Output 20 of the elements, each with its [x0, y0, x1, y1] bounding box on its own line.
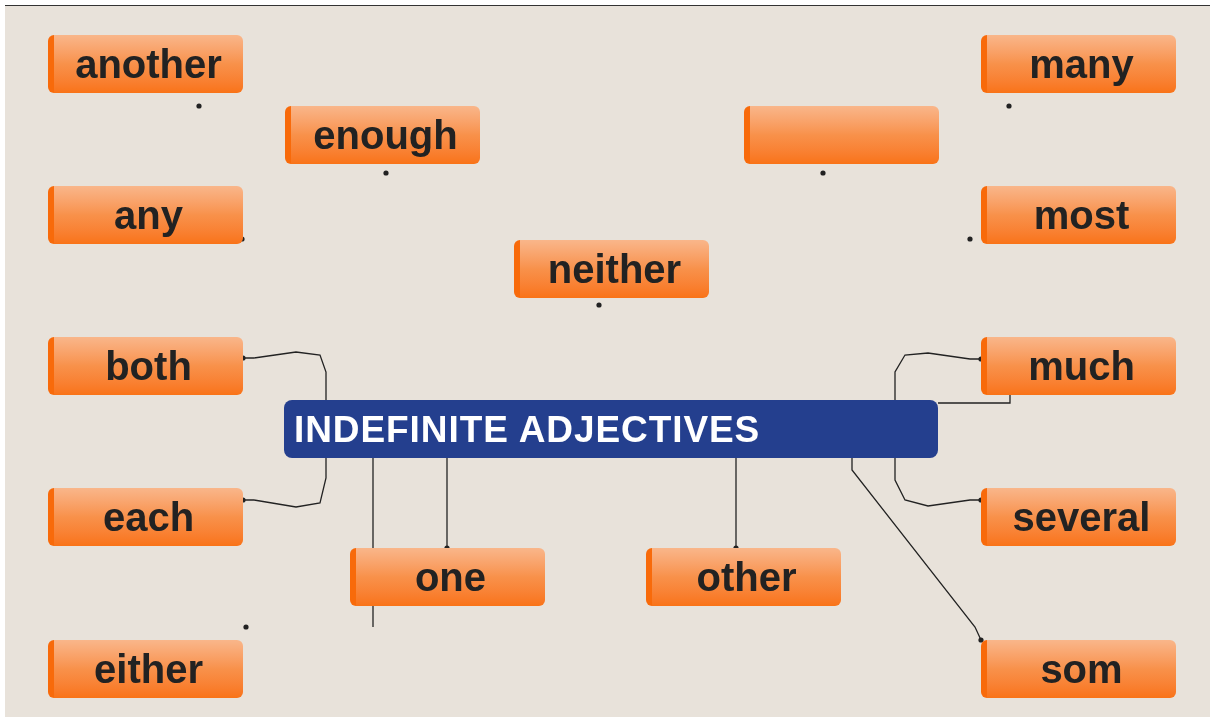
word-box: much	[981, 337, 1176, 395]
connector-line	[851, 457, 984, 643]
word-box: som	[981, 640, 1176, 698]
word-box: enough	[285, 106, 480, 164]
connector-line	[937, 394, 1011, 404]
connector-line	[444, 457, 450, 551]
word-box: another	[48, 35, 243, 93]
word-box: both	[48, 337, 243, 395]
word-box: neither	[514, 240, 709, 298]
empty-box	[744, 106, 939, 164]
word-box: either	[48, 640, 243, 698]
word-box: any	[48, 186, 243, 244]
word-box: one	[350, 548, 545, 606]
word-box: many	[981, 35, 1176, 93]
connector-line	[733, 457, 739, 551]
title-banner: INDEFINITE ADJECTIVES	[284, 400, 938, 458]
word-box: each	[48, 488, 243, 546]
word-box: other	[646, 548, 841, 606]
word-box: most	[981, 186, 1176, 244]
word-box: several	[981, 488, 1176, 546]
